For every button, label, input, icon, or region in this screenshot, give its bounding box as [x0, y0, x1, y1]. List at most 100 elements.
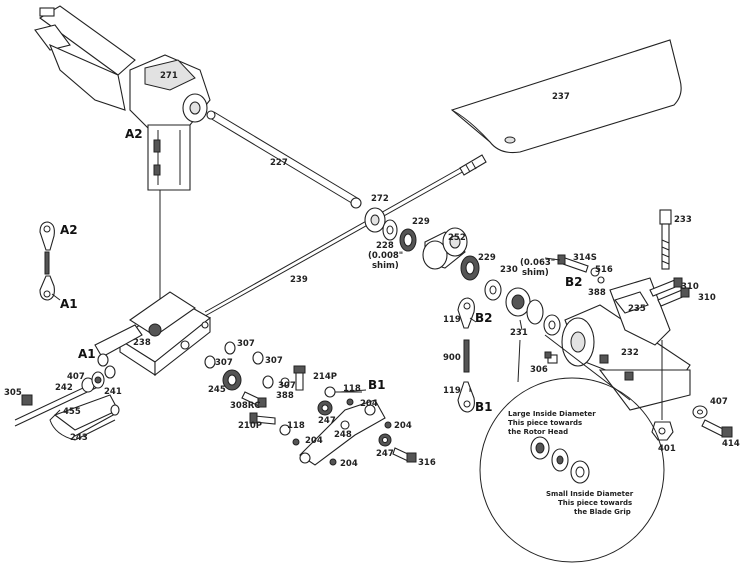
label-314s: 314S — [573, 253, 597, 263]
label-237: 237 — [552, 92, 570, 102]
label-407b: 407 — [710, 397, 728, 407]
label-455: 455 — [63, 407, 81, 417]
spindle-shaft-227 — [206, 110, 362, 209]
bearing-229b — [460, 255, 480, 281]
label-307d: 307 — [278, 381, 296, 391]
detail-notes: Large Inside Diameter This piece towards… — [508, 410, 634, 516]
ref-a1-link: A1 — [60, 297, 78, 311]
label-306: 306 — [530, 365, 548, 375]
mixing-arm-248 — [299, 399, 386, 466]
bearing-247b — [378, 433, 392, 447]
screw-310a — [649, 277, 683, 297]
washer-388a — [597, 276, 605, 284]
label-214p: 214P — [313, 372, 337, 382]
label-247b: 247 — [376, 449, 394, 459]
bearing-245 — [222, 369, 242, 391]
reference-labels: A2 A2 A1 A1 B1 B2 B2 B1 — [60, 127, 583, 414]
hub-washer-272 — [364, 207, 386, 233]
label-119b: 119 — [443, 386, 461, 396]
washer-407b — [692, 405, 708, 419]
label-310b: 310 — [698, 293, 716, 303]
screw-210p — [249, 412, 276, 425]
note-small-3: the Blade Grip — [574, 508, 631, 516]
label-310a: 310 — [681, 282, 699, 292]
note-small-2: This piece towards — [558, 499, 632, 507]
label-388a: 388 — [588, 288, 606, 298]
label-228-shim: (0.008" — [368, 251, 403, 261]
label-228-shim-2: shim) — [372, 261, 399, 271]
label-305: 305 — [4, 388, 22, 398]
ref-a2-link: A2 — [60, 223, 78, 237]
label-245: 245 — [208, 385, 226, 395]
shim-228 — [382, 219, 398, 241]
bolt-233 — [659, 209, 672, 270]
washer-388b — [280, 377, 290, 387]
label-118b: 118 — [287, 421, 305, 431]
nut-204 — [292, 398, 392, 466]
thrust-bearing-231 — [505, 287, 561, 336]
bolt-414 — [701, 419, 733, 438]
label-231: 231 — [510, 328, 528, 338]
label-204b: 204 — [394, 421, 412, 431]
label-516: 516 — [595, 265, 613, 275]
control-rod-239 — [204, 154, 487, 317]
label-238: 238 — [133, 338, 151, 348]
label-316: 316 — [418, 458, 436, 468]
label-233: 233 — [674, 215, 692, 225]
screw-308rc — [241, 391, 267, 408]
label-242: 242 — [55, 383, 73, 393]
label-204c: 204 — [305, 436, 323, 446]
ref-b1-link: B1 — [475, 400, 493, 414]
screw-306 — [544, 351, 558, 364]
washout-arm-assembly — [14, 353, 120, 441]
link-a — [39, 221, 55, 301]
part-labels: 271 237 227 272 229 228 (0.008" shim) 25… — [4, 71, 740, 469]
note-small-1: Small Inside Diameter — [546, 490, 634, 498]
label-229b: 229 — [478, 253, 496, 263]
shim-230 — [484, 279, 502, 301]
label-230: 230 — [500, 265, 518, 275]
ball-118a — [324, 386, 362, 398]
label-204d: 204 — [340, 459, 358, 469]
ref-b2-link: B2 — [475, 311, 493, 325]
label-227: 227 — [270, 158, 288, 168]
label-204a: 204 — [360, 399, 378, 409]
detail-callout — [479, 334, 665, 563]
washout-base-238 — [94, 291, 211, 377]
bearing-247a — [317, 400, 333, 416]
screw-214p — [293, 365, 306, 391]
ref-a1-base: A1 — [78, 347, 96, 361]
label-228: 228 — [376, 241, 394, 251]
label-307a: 307 — [237, 339, 255, 349]
label-388b: 388 — [276, 391, 294, 401]
leader-lines — [51, 257, 561, 393]
label-307c: 307 — [265, 356, 283, 366]
rotor-head-271 — [34, 5, 211, 300]
label-401: 401 — [658, 444, 676, 454]
label-210p: 210P — [238, 421, 262, 431]
label-407a: 407 — [67, 372, 85, 382]
label-239: 239 — [290, 275, 308, 285]
label-229a: 229 — [412, 217, 430, 227]
label-308rc: 308RC — [230, 401, 261, 411]
pitch-link-b — [457, 297, 475, 413]
note-large-3: the Rotor Head — [508, 428, 568, 436]
spacer-252 — [422, 227, 468, 270]
washers-307 — [204, 341, 274, 389]
label-414: 414 — [722, 439, 740, 449]
label-243: 243 — [70, 433, 88, 443]
note-large-1: Large Inside Diameter — [508, 410, 596, 418]
bearing-229a — [399, 228, 417, 252]
label-235: 235 — [628, 304, 646, 314]
screw-316 — [392, 447, 417, 463]
label-247a: 247 — [318, 416, 336, 426]
ref-b1-arm: B1 — [368, 378, 386, 392]
label-232: 232 — [621, 348, 639, 358]
nut-516 — [590, 267, 600, 277]
label-118a: 118 — [343, 384, 361, 394]
label-272: 272 — [371, 194, 389, 204]
label-230-shim: (0.063" — [520, 258, 555, 268]
label-230-shim-2: shim) — [522, 268, 549, 278]
